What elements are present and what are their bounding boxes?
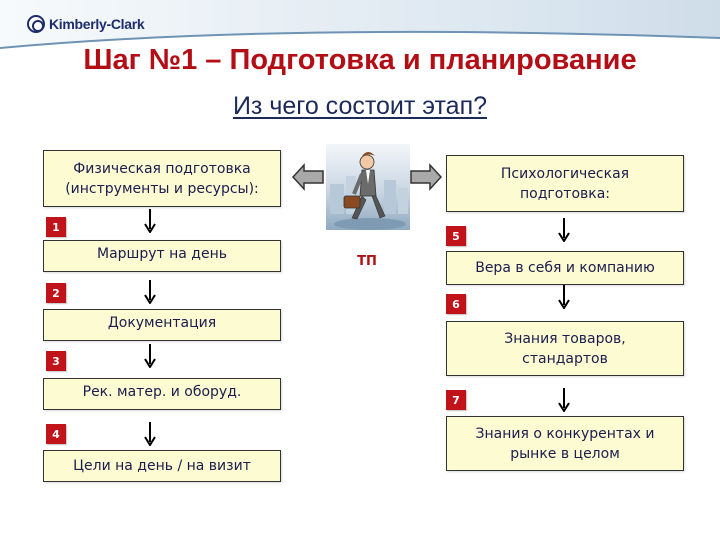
down-arrow-icon bbox=[144, 209, 156, 233]
step-box-goals: Цели на день / на визит bbox=[43, 450, 281, 482]
product-knowledge-line-1: Знания товаров, bbox=[504, 330, 626, 347]
down-arrow-icon bbox=[558, 285, 570, 309]
subtitle-text: Из чего состоит этап? bbox=[232, 92, 488, 120]
step-badge-2: 2 bbox=[46, 283, 66, 303]
step-box-product-knowledge: Знания товаров, стандартов bbox=[446, 321, 684, 376]
psychological-preparation-box: Психологическая подготовка: bbox=[446, 155, 684, 212]
physical-preparation-line-1: Физическая подготовка bbox=[73, 160, 251, 177]
down-arrow-icon bbox=[558, 218, 570, 242]
logo-text: Kimberly-Clark bbox=[49, 16, 145, 32]
down-arrow-icon bbox=[144, 422, 156, 446]
down-arrow-icon bbox=[144, 280, 156, 304]
down-arrow-icon bbox=[558, 388, 570, 412]
slide-subtitle: Из чего состоит этап? bbox=[0, 92, 720, 121]
sales-rep-label: ТП bbox=[357, 254, 377, 269]
salesman-walking-with-briefcase-illustration bbox=[326, 144, 410, 230]
competitor-knowledge-line-1: Знания о конкурентах и bbox=[475, 425, 655, 442]
arrow-right-icon bbox=[410, 162, 442, 192]
step-badge-3: 3 bbox=[46, 351, 66, 371]
step-box-competitor-knowledge: Знания о конкурентах и рынке в целом bbox=[446, 416, 684, 471]
step-box-promo-materials: Рек. матер. и оборуд. bbox=[43, 378, 281, 410]
step-box-self-confidence: Вера в себя и компанию bbox=[446, 251, 684, 285]
product-knowledge-line-2: стандартов bbox=[522, 350, 608, 367]
step-badge-7: 7 bbox=[446, 390, 466, 410]
step-badge-5: 5 bbox=[446, 226, 466, 246]
physical-preparation-box: Физическая подготовка (инструменты и рес… bbox=[43, 150, 281, 207]
step-badge-6: 6 bbox=[446, 294, 466, 314]
step-box-route: Маршрут на день bbox=[43, 240, 281, 272]
arrow-left-icon bbox=[292, 162, 324, 192]
physical-preparation-line-2: (инструменты и ресурсы): bbox=[65, 180, 259, 197]
competitor-knowledge-line-2: рынке в целом bbox=[510, 445, 620, 462]
slide-title: Шаг №1 – Подготовка и планирование bbox=[83, 44, 637, 76]
psychological-preparation-line-2: подготовка: bbox=[519, 185, 611, 202]
down-arrow-icon bbox=[144, 344, 156, 368]
kimberly-clark-logo-icon bbox=[27, 15, 45, 33]
step-box-documentation: Документация bbox=[43, 309, 281, 341]
psychological-preparation-line-1: Психологическая bbox=[500, 165, 630, 182]
company-logo: Kimberly-Clark bbox=[27, 14, 145, 34]
header-swoosh bbox=[0, 28, 720, 50]
step-badge-4: 4 bbox=[46, 424, 66, 444]
step-badge-1: 1 bbox=[46, 217, 66, 237]
